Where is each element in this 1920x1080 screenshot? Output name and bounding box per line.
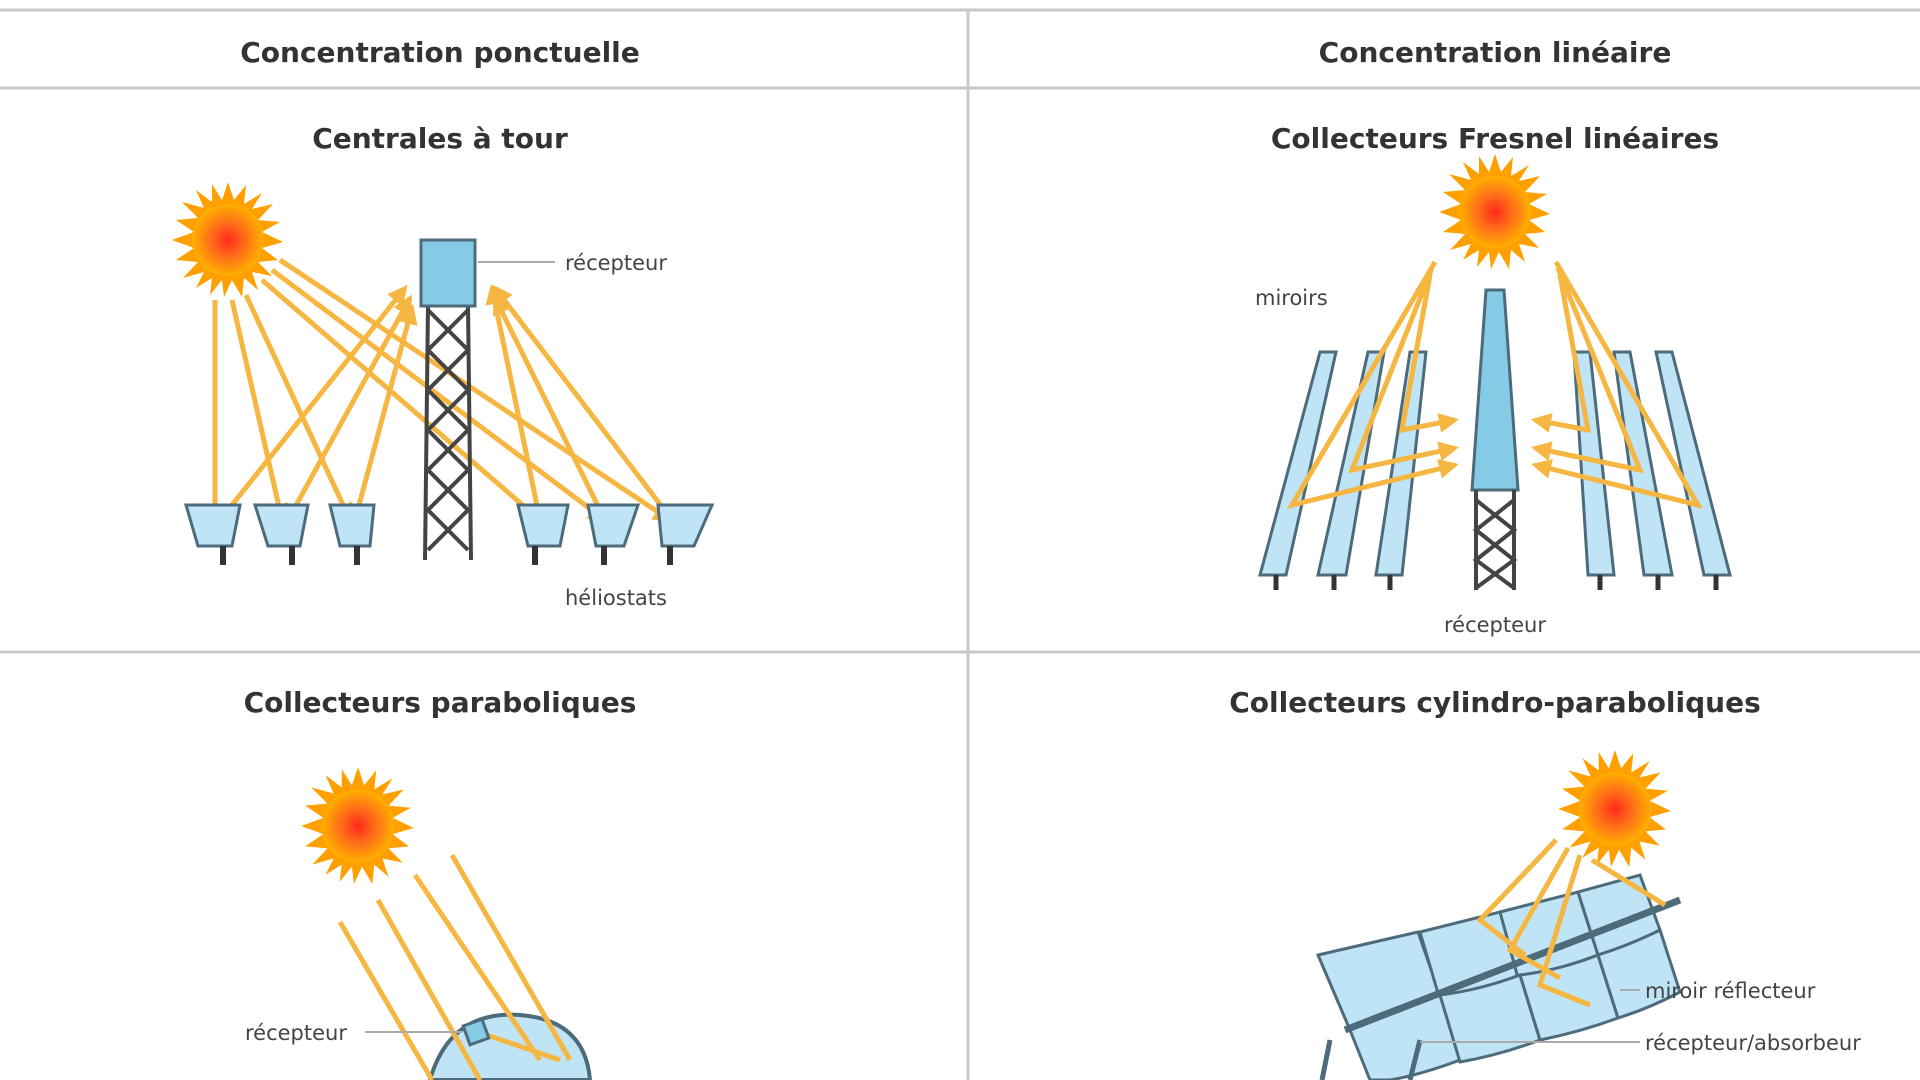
heliostats xyxy=(183,503,715,548)
trough-supports xyxy=(1319,1039,1423,1080)
sun-icon xyxy=(1439,154,1550,269)
trough-collectors xyxy=(1315,873,1682,1080)
fresnel-mirrors-left xyxy=(1258,350,1428,577)
panel-title: Collecteurs Fresnel linéaires xyxy=(1271,122,1719,155)
light-rays xyxy=(1476,838,1667,1008)
receiver-support xyxy=(1472,490,1518,590)
panel-fresnel: Collecteurs Fresnel linéaires xyxy=(1255,122,1732,637)
label-mirror-reflector: miroir réflecteur xyxy=(1645,979,1816,1003)
panel-parabolic: Collecteurs paraboliques récepteur xyxy=(244,686,637,1080)
receiver xyxy=(419,238,477,308)
label-receiver: récepteur xyxy=(565,251,667,275)
label-receiver: récepteur xyxy=(245,1021,347,1045)
panel-title: Collecteurs paraboliques xyxy=(244,686,637,719)
label-mirrors: miroirs xyxy=(1255,286,1328,310)
absorber-tube xyxy=(1343,896,1682,1034)
label-heliostats: héliostats xyxy=(565,586,667,610)
tower xyxy=(423,304,473,561)
dish-receiver xyxy=(461,1017,491,1047)
parabolic-dish xyxy=(427,1012,593,1080)
table-grid xyxy=(0,8,1920,1080)
light-rays xyxy=(337,853,573,1080)
light-rays xyxy=(205,257,674,524)
header-concentration-ponctuelle: Concentration ponctuelle xyxy=(240,36,640,69)
panel-tower: Centrales à tour récepteur xyxy=(172,122,715,610)
sun-icon xyxy=(172,182,283,297)
panel-title: Centrales à tour xyxy=(312,122,568,155)
label-receiver-absorber: récepteur/absorbeur xyxy=(1645,1031,1861,1055)
heliostat-posts xyxy=(220,546,673,565)
light-rays xyxy=(1286,260,1704,509)
sun-icon xyxy=(301,767,414,884)
sun-icon xyxy=(1558,750,1671,867)
panel-trough: Collecteurs cylindro-paraboliques xyxy=(1229,686,1861,1080)
header-concentration-lineaire: Concentration linéaire xyxy=(1319,36,1672,69)
panel-title: Collecteurs cylindro-paraboliques xyxy=(1229,686,1761,719)
mirror-posts xyxy=(1273,575,1719,590)
linear-receiver xyxy=(1470,288,1520,492)
label-receiver: récepteur xyxy=(1444,613,1546,637)
